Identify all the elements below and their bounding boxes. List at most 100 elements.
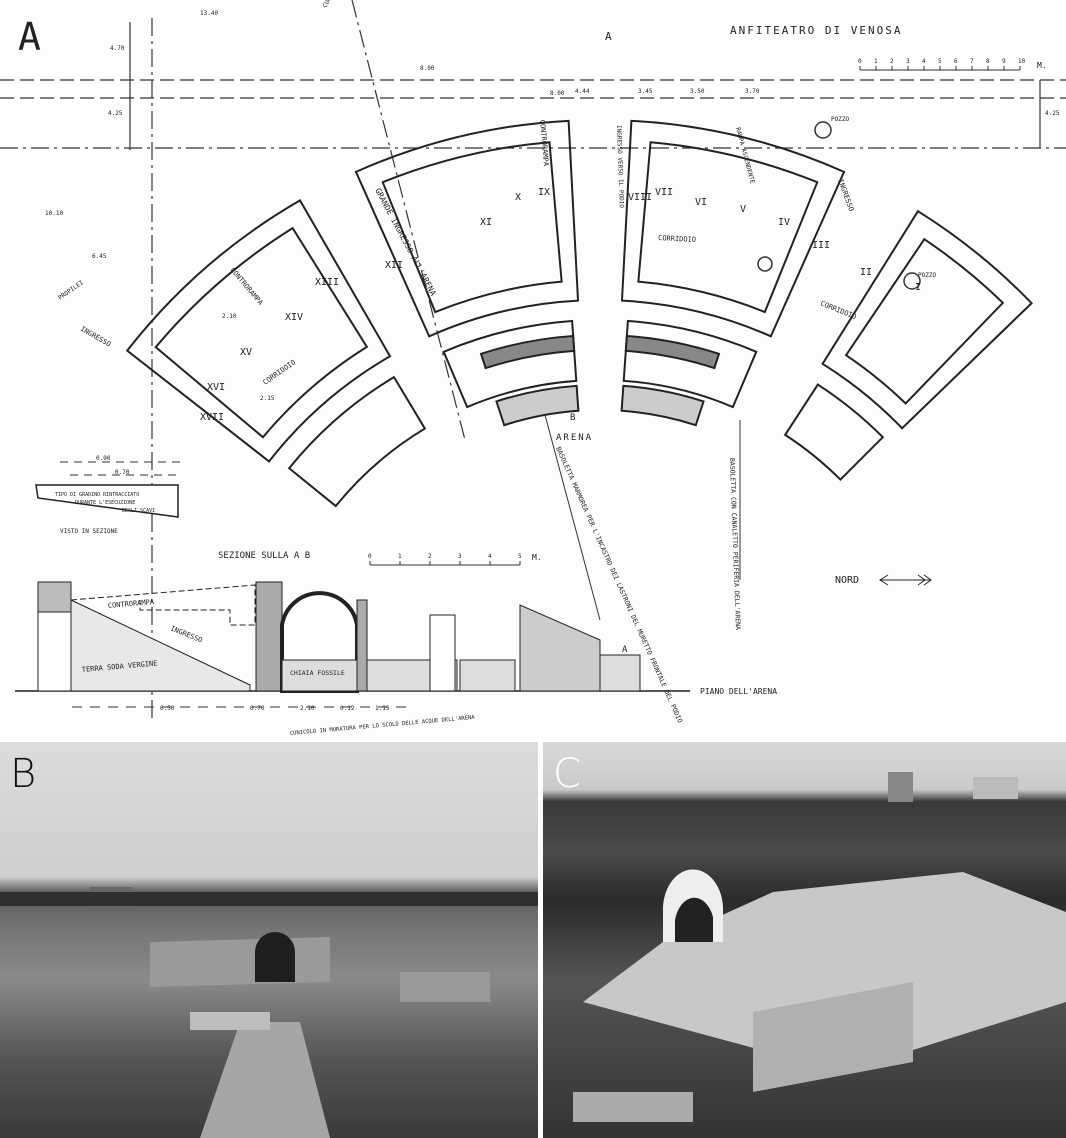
arena-label: ARENA — [556, 433, 593, 443]
nord-label: NORD — [835, 575, 859, 586]
scale-unit: M. — [1037, 61, 1047, 70]
hatched-band — [624, 334, 721, 370]
ingresso-podio-label: INGRESSO VERSO IL PODIO — [615, 125, 625, 209]
room-numeral: V — [740, 204, 746, 215]
pozzo-label: POZZO — [831, 116, 849, 123]
room-numeral: XVII — [200, 412, 224, 423]
cavea-sector — [821, 209, 1034, 430]
scale5-tick-label: 5 — [518, 553, 522, 560]
controrampa-label-left: CONTRORAMPA — [228, 266, 264, 307]
cavea-sectors — [125, 119, 1034, 508]
cavea-sector — [354, 119, 580, 338]
section-dim: 1.15 — [375, 705, 390, 712]
scale10-tick-label: 4 — [922, 58, 926, 65]
room-outline — [637, 141, 819, 314]
scale10-tick-label: 2 — [890, 58, 894, 65]
room-numeral: II — [860, 267, 872, 278]
panel-letter-a: A — [18, 15, 41, 59]
vault-photo — [573, 772, 1066, 1122]
step-dim-2: 0.70 — [115, 469, 130, 476]
step-dim-1: 0.90 — [96, 455, 111, 462]
scale10-tick-label: 7 — [970, 58, 974, 65]
section-point-a: A — [622, 645, 628, 655]
panel-letter-c: C — [553, 751, 581, 797]
corridoio-label-left: CORRIDOIO — [262, 358, 298, 386]
dimension-label: 2.10 — [222, 313, 237, 320]
step-text-2: DURANTE L'ESECUZIONE — [75, 500, 135, 506]
section-dim: 0.12 — [340, 705, 355, 712]
section-cunicolo-label: CUNICOLO IN MURATURA PER LO SCOLO DELLE … — [290, 715, 476, 737]
section-title: SEZIONE SULLA A B — [218, 551, 310, 561]
scale5-tick-label: 2 — [428, 553, 432, 560]
scale10-tick-label: 6 — [954, 58, 958, 65]
dimension-label: 3.45 — [638, 88, 653, 95]
room-outline — [381, 141, 563, 314]
step-text-1: TIPO DI GRADINO RINTRACCIATO — [55, 492, 139, 498]
point-a-label: A — [605, 30, 612, 43]
room-numeral: III — [812, 240, 830, 251]
corridor-band — [783, 383, 885, 481]
step-caption: VISTO IN SEZIONE — [60, 528, 118, 535]
room-numeral: XI — [480, 217, 492, 228]
dimension-label: 10.10 — [45, 210, 63, 217]
room-numeral: I — [915, 282, 921, 293]
dimension-label: 4.70 — [110, 45, 125, 52]
pozzo-label-2: POZZO — [918, 272, 936, 279]
scale5-tick-label: 4 — [488, 553, 492, 560]
excavation-photo — [0, 887, 538, 1138]
cavea-sector — [125, 199, 392, 463]
podium-fill — [620, 384, 705, 427]
room-numeral: XII — [385, 260, 403, 271]
room-numeral: VII — [655, 187, 673, 198]
section-scale-unit: M. — [532, 553, 542, 562]
dimension-label: 8.00 — [420, 65, 435, 72]
dimension-label: 4.25 — [1045, 110, 1060, 117]
north-arrow-icon — [879, 574, 932, 586]
room-numerals: IIIIIIIVVVIVIIVIIIIXXXIXIIXIIIXIVXVXVIXV… — [200, 187, 921, 423]
room-numeral: IX — [538, 187, 550, 198]
plan-title: ANFITEATRO DI VENOSA — [730, 24, 902, 37]
room-numeral: VIII — [628, 192, 652, 203]
panel-c-photo-vault: C — [543, 742, 1066, 1138]
room-numeral: XIV — [285, 312, 303, 323]
corridoio-label-right: CORRIDOIO — [819, 299, 857, 321]
dimension-label: 4.25 — [108, 110, 123, 117]
scale10-tick-label: 5 — [938, 58, 942, 65]
room-numeral: XV — [240, 347, 252, 358]
scale10-tick-label: 8 — [986, 58, 990, 65]
dimension-label: 3.70 — [745, 88, 760, 95]
corridor-band — [622, 319, 758, 409]
dimension-label: 4.44 — [575, 88, 590, 95]
room-numeral: XIII — [315, 277, 339, 288]
panel-letter-b: B — [10, 751, 37, 797]
propilei-label: PROPILEI — [57, 279, 85, 302]
dimension-label: 2.15 — [260, 395, 275, 402]
scale10-tick-label: 9 — [1002, 58, 1006, 65]
scale5-tick-label: 1 — [398, 553, 402, 560]
corridor-band — [442, 319, 578, 409]
section-controrampa-label: CONTRORAMPA — [107, 598, 155, 610]
section-dim: 2.10 — [300, 705, 315, 712]
section-dim: 6.50 — [160, 705, 175, 712]
scale10-tick-label: 1 — [874, 58, 878, 65]
corridor-band — [287, 375, 427, 508]
cavea-sector — [620, 119, 846, 338]
dimension-label: 3.50 — [690, 88, 705, 95]
room-outline — [154, 226, 369, 439]
corridoio-label-center: CORRIDOIO — [658, 234, 696, 244]
section-dim: 0.70 — [250, 705, 265, 712]
dimension-label: 6.45 — [92, 253, 107, 260]
wells — [757, 121, 921, 290]
podium-fill — [495, 384, 580, 427]
room-numeral: X — [515, 192, 521, 203]
piano-arena-label: PIANO DELL'ARENA — [700, 687, 777, 696]
room-numeral: XVI — [207, 382, 225, 393]
step-detail: 0.90 0.70 TIPO DI GRADINO RINTRACCIATO D… — [35, 455, 180, 535]
chiaia-label: CHIAIA FOSSILE — [290, 669, 345, 677]
dimension-label: 13.40 — [200, 10, 218, 17]
scale10-tick-label: 3 — [906, 58, 910, 65]
